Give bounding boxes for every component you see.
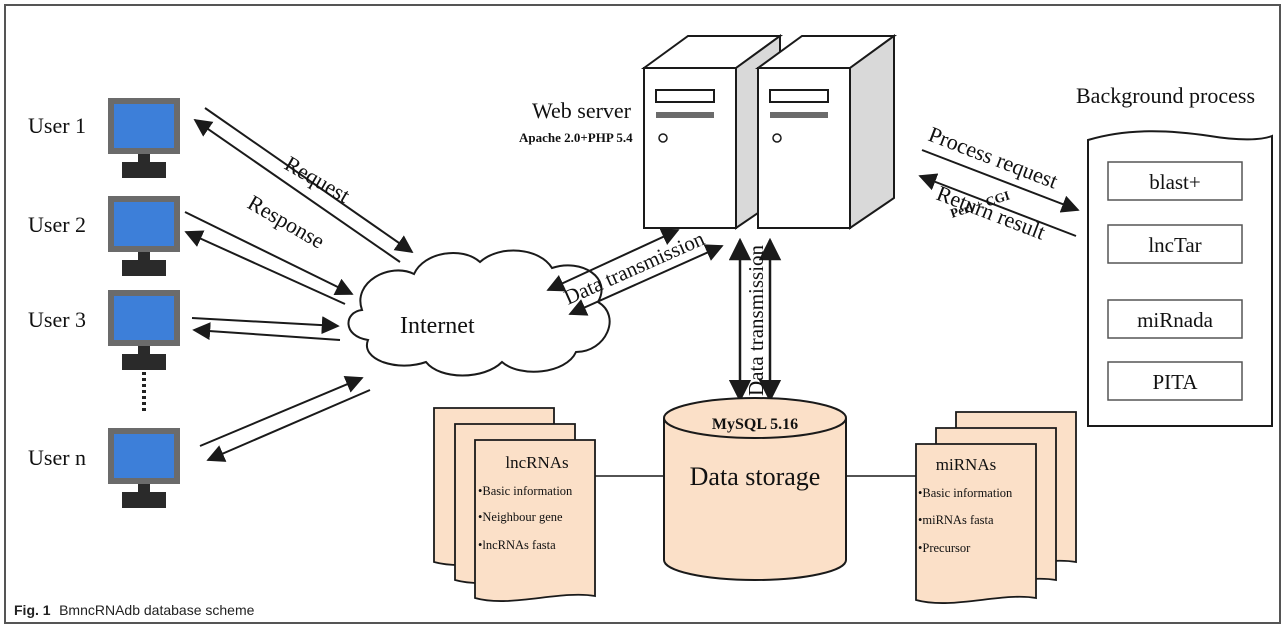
mirnas-title: miRNAs <box>936 455 996 474</box>
user-n-label: User n <box>28 445 86 470</box>
tool-blast-label: blast+ <box>1149 170 1201 194</box>
arrow-usern-request <box>199 375 364 447</box>
computer-icon <box>108 290 180 370</box>
figure-caption: Fig. 1 BmncRNAdb database scheme <box>14 602 255 619</box>
lncrnas-item-2: •Neighbour gene <box>478 510 563 524</box>
computer-icon <box>108 98 180 178</box>
arrow-process-request <box>921 149 1080 213</box>
user-2-label: User 2 <box>28 212 86 237</box>
data-transmission-label-2: Data transmission <box>744 244 768 396</box>
user-2 <box>108 196 180 276</box>
lncrnas-title: lncRNAs <box>505 453 568 472</box>
database-name: MySQL 5.16 <box>712 416 798 433</box>
caption-label: Fig. 1 <box>14 602 51 618</box>
tool-lnctar-label: lncTar <box>1148 233 1201 257</box>
background-process-document <box>1087 130 1273 427</box>
mirnas-item-2: •miRNAs fasta <box>918 513 994 527</box>
arrow-user1-request <box>204 107 414 254</box>
arrow-user3-request <box>191 316 340 335</box>
internet-label: Internet <box>400 313 475 339</box>
arrow-user2-response <box>184 230 346 305</box>
tool-pita-label: PITA <box>1153 370 1199 394</box>
lncrnas-item-3: •lncRNAs fasta <box>478 538 556 552</box>
arrow-usern-response <box>206 389 371 462</box>
tool-blast: blast+ <box>1107 161 1243 201</box>
lncrnas-document-stack <box>433 407 596 602</box>
user-1-label: User 1 <box>28 113 86 138</box>
tool-pita: PITA <box>1107 361 1243 401</box>
arrow-user1-response <box>193 118 401 263</box>
arrow-return-result <box>918 173 1077 237</box>
figure-frame <box>4 4 1281 624</box>
internet-cloud <box>347 249 611 377</box>
server-tower-2 <box>754 34 898 230</box>
user-1 <box>108 98 180 178</box>
arrow-user3-response <box>192 322 341 341</box>
computer-icon <box>108 196 180 276</box>
caption-text: BmncRNAdb database scheme <box>59 602 255 618</box>
arrow-user2-request <box>184 211 354 295</box>
mirnas-item-1: •Basic information <box>918 486 1013 500</box>
database-cylinder <box>663 397 847 581</box>
computer-icon <box>108 428 180 508</box>
database-label: Data storage <box>690 462 821 491</box>
user-3 <box>108 290 180 370</box>
user-n <box>108 428 180 508</box>
mirnas-item-3: •Precursor <box>918 541 971 555</box>
background-process-title: Background process <box>1076 83 1255 108</box>
response-label: Response <box>244 190 330 254</box>
user-3-label: User 3 <box>28 307 86 332</box>
tool-lnctar: lncTar <box>1107 224 1243 264</box>
web-server-title: Web server <box>532 98 632 123</box>
web-server-subtitle: Apache 2.0+PHP 5.4 <box>519 130 633 145</box>
lncrnas-item-1: •Basic information <box>478 484 573 498</box>
request-label: Request <box>281 151 355 208</box>
tool-mirnada: miRnada <box>1107 299 1243 339</box>
tool-mirnada-label: miRnada <box>1137 308 1213 332</box>
arrow-internet-server-2 <box>568 244 724 316</box>
mirnas-document-stack <box>915 411 1077 604</box>
